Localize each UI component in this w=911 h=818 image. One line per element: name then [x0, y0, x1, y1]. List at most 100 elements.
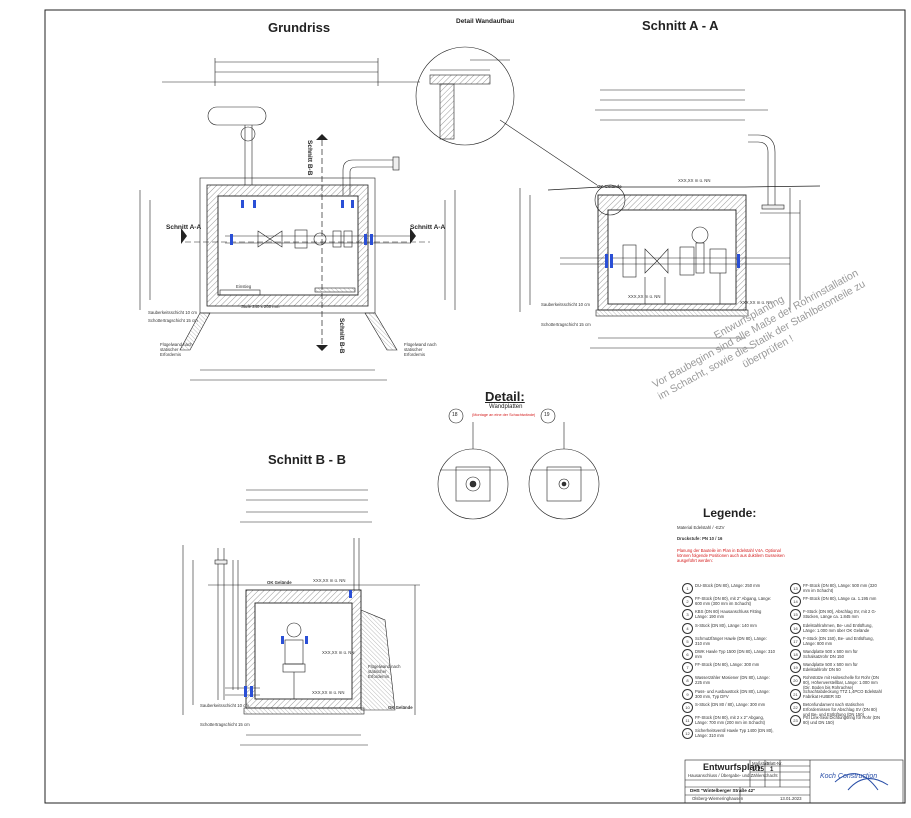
titleblock-scale: 1:25	[752, 767, 765, 773]
legend-item-text: S-Stück (DN 80), Länge: 140 mm	[695, 622, 757, 628]
section-label-aa-right: Schnitt A-A	[410, 224, 446, 231]
label-level-4: XXX,XX m ü. NN	[322, 650, 355, 655]
label-fluegelwand-3: Flügelwand nach statischer Erfordernis	[368, 664, 401, 680]
label-ok-gelaende-2: OK Gelände	[267, 580, 292, 585]
label-sauberkeit-1: Sauberkeitsschicht 10 cm	[148, 310, 197, 315]
koch-logo	[834, 773, 889, 791]
detail-subtitle: Wandplatten	[489, 404, 523, 410]
legend-item-number: 13	[790, 583, 801, 594]
legend-material: Material Edelstahl / -EZV	[677, 525, 725, 530]
legend-item-text: S-Stück (DN 80 / 80), Länge: 300 mm	[695, 701, 766, 707]
section-arrow-bottom	[316, 345, 328, 351]
legend-item-text: FF-Stück (DN 80), mit 2 x 2" Abgang, Län…	[695, 715, 766, 725]
titleblock-project: DHS "Wintelberger Straße 42"	[690, 788, 756, 793]
legend-item-number: 17	[790, 635, 801, 647]
label-schotter-3: Schottertragschicht 15 cm	[200, 722, 250, 727]
legend-item-number: 23	[790, 715, 801, 726]
section-label-bb-bottom: Schnitt B-B	[338, 318, 345, 354]
legend-druckstufe: Druckstufe: PN 10 / 16	[677, 536, 723, 541]
legend-item-number: 10	[682, 701, 693, 713]
legend-item-number: 7	[682, 662, 693, 674]
legend-item-text: Edelstahlrahmen, Be- und Entlüftung, Län…	[803, 622, 873, 633]
label-fluegelwand-2: Flügelwand nach statischer Erfordernis	[404, 342, 437, 358]
label-stufe: Stufe 240 x 200 mm	[241, 304, 280, 309]
detail-18-label: 18	[452, 412, 458, 418]
title-wandaufbau: Detail Wandaufbau	[456, 18, 515, 25]
legend-item-number: 14	[790, 596, 801, 608]
label-schotter-1: Schottertragschicht 15 cm	[148, 318, 198, 323]
label-einstieg: Einstieg	[236, 284, 252, 289]
legend-item-text: Sicherheitsventil Hawle Typ 1400 (DN 80)…	[695, 728, 774, 739]
label-ok-gelaende-3: OK Gelände	[388, 705, 413, 710]
legend-item-number: 22	[790, 701, 801, 713]
detail-19-label: 19	[544, 412, 550, 418]
legend-item-number: 18	[790, 649, 801, 660]
titleblock-date: 13.01.2023	[780, 796, 802, 801]
legend-title: Legende:	[703, 506, 757, 520]
company-logo-text: Koch Construction	[820, 773, 878, 780]
legend-item-number: 16	[790, 622, 801, 634]
titleblock-location: Olsberg-Wiemeringhausen	[692, 796, 744, 801]
legend-item-text: DWK Hawle Typ 1500 (DN 80), Länge: 310 m…	[695, 649, 775, 659]
legend-item-text: Wandplatte 500 x 500 mm für Edelstahlroh…	[803, 662, 858, 673]
legend-item-number: 21	[790, 688, 801, 700]
label-level-1: XXX,XX m ü. NN	[678, 178, 711, 183]
schnitt-aa-section	[519, 89, 821, 349]
label-schotter-2: Schottertragschicht 15 cm	[541, 322, 591, 327]
label-sauberkeit-2: Sauberkeitsschicht 10 cm	[541, 302, 590, 307]
legend-item-number: 9	[682, 688, 693, 700]
legend-item-number: 11	[682, 715, 693, 726]
legend-item-number: 15	[790, 609, 801, 621]
legend-item-text: KBS (DN 80) Hausanschluss Fitting Länge:…	[695, 609, 762, 620]
legend-item-text: DU-Stück (DN 80), Länge: 250 mm	[695, 583, 761, 588]
label-sauberkeit-3: Sauberkeitsschicht 10 cm	[200, 703, 249, 708]
legend-item-number: 20	[790, 675, 801, 687]
legend-item-number: 1	[682, 583, 693, 594]
schnitt-bb-section	[182, 489, 420, 746]
legend-item-number: 8	[682, 675, 693, 687]
label-level-3: XXX,XX m ü. NN	[313, 578, 346, 583]
legend-item-text: Rohrstütze mit Halteschelle für Rohr (DN…	[803, 675, 879, 691]
titleblock-subtitle: Hausanschluss / Übergabe- und Zählerscha…	[688, 773, 778, 778]
title-block	[684, 759, 904, 804]
legend-item-number: 2	[682, 596, 693, 608]
section-label-aa-left: Schnitt A-A	[166, 224, 202, 231]
section-arrow-top	[316, 134, 328, 140]
legend-item-number: 19	[790, 662, 801, 674]
label-level-6: XXX,XX m ü. NN	[740, 300, 773, 305]
legend-item-number: 6	[682, 649, 693, 660]
label-level-5: XXX,XX m ü. NN	[312, 690, 345, 695]
legend-item-text: FF-Stück (DN 80), Länge ca. 1.195 mm	[803, 596, 877, 602]
label-level-2: XXX,XX m ü. NN	[628, 294, 661, 299]
legend-item-text: Pass- und Ausbaustück (DN 80), Länge: 30…	[695, 688, 770, 699]
wandplatten-detail	[437, 408, 600, 520]
section-label-bb-top: Schnitt B-B	[306, 140, 313, 176]
title-schnitt-bb: Schnitt B - B	[268, 452, 346, 467]
legend-item-number: 4	[682, 622, 693, 634]
titleblock-sheet: 1	[770, 767, 774, 773]
legend-item-text: PSI Link-Seal Dichtungsring für Rohr (DN…	[803, 715, 881, 725]
legend-item-text: FF-Stück (DN 80), Länge: 300 mm	[695, 662, 760, 668]
legend-item-text: Schmutzfänger Hawle (DN 80), Länge: 310 …	[695, 635, 767, 646]
titleblock-scale-label: Maßstab	[752, 761, 769, 766]
schnitt-aa-flanges	[605, 254, 740, 268]
legend-item-text: Schachtabdeckung TTZ 1,4PCO Edelstahl Fa…	[803, 688, 882, 699]
titleblock-title: Entwurfsplan	[703, 762, 761, 772]
grundriss-flanges	[230, 200, 373, 245]
legend-item-number: 12	[682, 728, 693, 740]
label-ok-gelaende-1: OK Gelände	[597, 184, 622, 189]
legend-item-number: 3	[682, 609, 693, 621]
legend-item-text: FF-Stück (DN 80), mit 2" Abgang, Länge: …	[695, 596, 772, 607]
legend-item-text: Betonfundament nach statischen Erfordern…	[803, 701, 878, 717]
title-detail: Detail:	[485, 389, 525, 404]
legend-item-text: F-Stück (DN 80), Abschlag SV, mit 2 G-St…	[803, 609, 877, 620]
title-schnitt-aa: Schnitt A - A	[642, 18, 719, 33]
title-grundriss: Grundriss	[268, 20, 331, 35]
wandaufbau-detail	[415, 46, 598, 186]
schnitt-bb-flanges	[244, 590, 352, 697]
legend-item-text: Wandplatte 500 x 500 mm für Schalsatzroh…	[803, 649, 858, 659]
legend-item-text: Wasserzähler Mosiener (DN 80), Länge: 22…	[695, 675, 770, 686]
